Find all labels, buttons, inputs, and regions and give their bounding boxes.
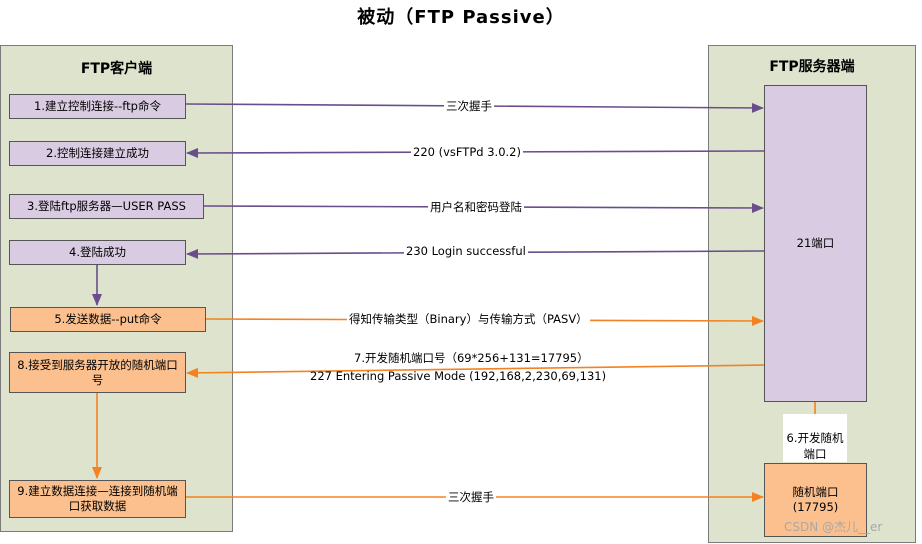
step-8-label: 8.接受到服务器开放的随机端口号 <box>17 357 178 387</box>
port-21-box: 21端口 <box>764 85 867 402</box>
random-port-label: 随机端口 (17795) <box>792 485 839 514</box>
msg-220: 220 (vsFTPd 3.0.2) <box>411 144 523 160</box>
client-panel <box>0 45 233 532</box>
step-5-box: 5.发送数据--put命令 <box>10 307 206 332</box>
msg-handshake-1: 三次握手 <box>444 98 494 114</box>
msg-handshake-2: 三次握手 <box>446 489 496 505</box>
msg-random-port: 7.开发随机端口号（69*256+131=17795） <box>354 351 589 365</box>
random-port-box: 随机端口 (17795) <box>764 463 867 537</box>
msg-pasv: 得知传输类型（Binary）与传输方式（PASV） <box>347 311 590 327</box>
step-8-box: 8.接受到服务器开放的随机端口号 <box>9 352 186 393</box>
open-random-port-label: 6.开发随机端口 <box>783 414 847 462</box>
step-2-box: 2.控制连接建立成功 <box>9 141 186 166</box>
server-panel-title: FTP服务器端 <box>769 59 855 75</box>
step-9-label: 9.建立数据连接—连接到随机端口获取数据 <box>17 484 178 513</box>
msg-230: 230 Login successful <box>404 243 528 259</box>
watermark: CSDN @杰儿__er <box>784 520 883 534</box>
msg-login: 用户名和密码登陆 <box>428 199 524 215</box>
step-9-box: 9.建立数据连接—连接到随机端口获取数据 <box>9 480 186 518</box>
step-3-box: 3.登陆ftp服务器—USER PASS <box>9 194 204 219</box>
client-panel-title: FTP客户端 <box>80 61 153 77</box>
step-2-label: 2.控制连接建立成功 <box>46 146 149 160</box>
step-4-label: 4.登陆成功 <box>69 245 126 259</box>
step-4-box: 4.登陆成功 <box>9 240 186 265</box>
step-1-label: 1.建立控制连接--ftp命令 <box>34 99 161 113</box>
step-5-label: 5.发送数据--put命令 <box>54 312 162 326</box>
msg-227: 227 Entering Passive Mode (192,168,2,230… <box>310 369 607 383</box>
step-3-label: 3.登陆ftp服务器—USER PASS <box>27 199 186 213</box>
arrow-227 <box>186 364 765 378</box>
diagram-title: 被动（FTP Passive） <box>357 7 565 28</box>
step-1-box: 1.建立控制连接--ftp命令 <box>9 94 186 119</box>
open-random-port-text: 6.开发随机端口 <box>786 431 844 461</box>
port-21-label: 21端口 <box>796 236 835 250</box>
